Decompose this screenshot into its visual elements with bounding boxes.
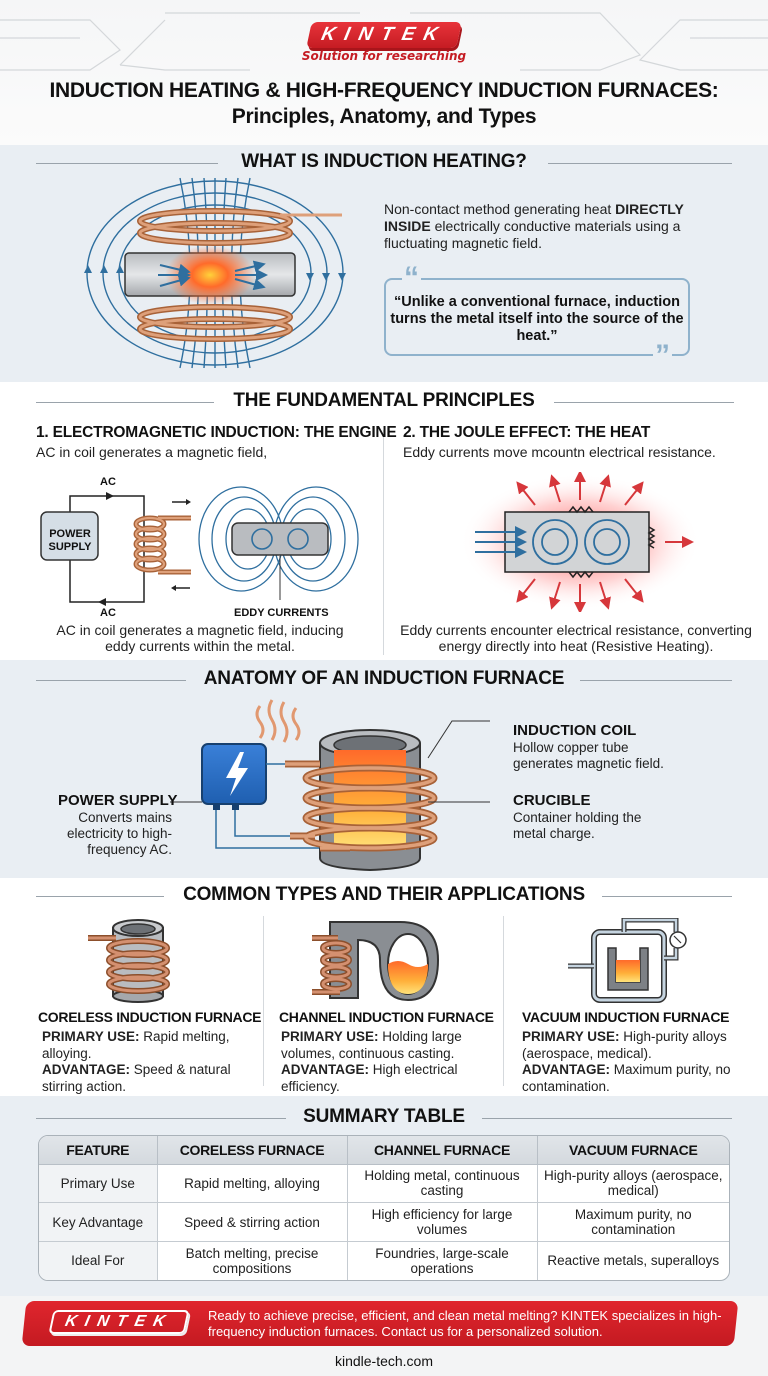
- induction-furnace-diagram: [170, 699, 490, 872]
- table-cell: Reactive metals, superalloys: [547, 1253, 720, 1269]
- header: KINTEK Solution for researching INDUCTIO…: [0, 0, 768, 145]
- induction-coil-title: INDUCTION COIL: [513, 722, 637, 739]
- divider: [36, 402, 214, 403]
- divider: [36, 896, 164, 897]
- channel-desc: PRIMARY USE: Holding large volumes, cont…: [281, 1029, 462, 1094]
- principle-1-heading: 1. ELECTROMAGNETIC INDUCTION: THE ENGINE: [36, 424, 397, 441]
- summary-section: SUMMARY TABLE FEATURE CORELESS FURNACE C…: [0, 1096, 768, 1296]
- power-supply-title: POWER SUPPLY: [58, 792, 178, 809]
- divider: [580, 680, 732, 681]
- section-title: ANATOMY OF AN INDUCTION FURNACE: [203, 668, 565, 689]
- divider: [554, 402, 734, 403]
- column-divider: [503, 916, 504, 1086]
- power-supply-desc: Converts mains electricity to high-frequ…: [66, 810, 172, 857]
- row-label: Primary Use: [39, 1164, 158, 1204]
- coreless-title: CORELESS INDUCTION FURNACE: [38, 1009, 262, 1025]
- table-cell: Batch melting, precise compositions: [157, 1241, 348, 1280]
- ac-label-bottom: AC: [100, 607, 116, 619]
- table-cell: Rapid melting, alloying: [157, 1164, 348, 1204]
- kintek-logo: KINTEK: [306, 22, 462, 48]
- row-label: Key Advantage: [39, 1202, 158, 1243]
- vacuum-furnace-icon: [568, 918, 687, 1003]
- title-line-2: Principles, Anatomy, and Types: [231, 105, 537, 128]
- decorative-lines: [0, 12, 768, 71]
- coreless-furnace-icon: [88, 919, 170, 1003]
- what-description: Non-contact method generating heat DIREC…: [384, 201, 684, 251]
- page-title: INDUCTION HEATING & HIGH-FREQUENCY INDUC…: [0, 78, 768, 130]
- column-divider: [383, 430, 384, 655]
- crucible-desc: Container holding the metal charge.: [513, 810, 642, 841]
- divider: [482, 1118, 732, 1119]
- principle-2-heading: 2. THE JOULE EFFECT: THE HEAT: [403, 424, 651, 441]
- column-header: FEATURE: [39, 1136, 158, 1165]
- column-header: CORELESS FURNACE: [157, 1136, 348, 1165]
- section-title: WHAT IS INDUCTION HEATING?: [241, 151, 527, 172]
- principle-1-subtitle: AC in coil generates a magnetic field,: [36, 444, 268, 460]
- column-header: VACUUM FURNACE: [537, 1136, 729, 1165]
- power-supply-label: POWER SUPPLY: [48, 528, 92, 553]
- principle-1-caption: AC in coil generates a magnetic field, i…: [56, 622, 344, 654]
- table-cell: Foundries, large-scale operations: [347, 1241, 538, 1280]
- column-divider: [263, 916, 264, 1086]
- channel-title: CHANNEL INDUCTION FURNACE: [279, 1009, 494, 1025]
- table-cell: Speed & stirring action: [157, 1202, 348, 1243]
- divider: [548, 163, 732, 164]
- principle-2-caption: Eddy currents encounter electrical resis…: [400, 622, 752, 654]
- coreless-desc: PRIMARY USE: Rapid melting, alloying. AD…: [42, 1029, 231, 1094]
- induction-coil-desc: Hollow copper tube generates magnetic fi…: [513, 740, 664, 771]
- website-link[interactable]: kindle-tech.com: [334, 1353, 434, 1369]
- summary-table: FEATURE CORELESS FURNACE CHANNEL FURNACE…: [38, 1135, 730, 1281]
- section-title: SUMMARY TABLE: [303, 1106, 465, 1127]
- divider: [36, 680, 186, 681]
- section-title: COMMON TYPES AND THEIR APPLICATIONS: [183, 884, 585, 905]
- logo-text: KINTEK: [319, 24, 449, 45]
- what-is-induction-section: WHAT IS INDUCTION HEATING?: [0, 145, 768, 382]
- table-cell: Maximum purity, no contamination: [537, 1202, 729, 1243]
- table-row: Ideal For Batch melting, precise composi…: [39, 1241, 729, 1280]
- table-row: Primary Use Rapid melting, alloying Hold…: [39, 1164, 729, 1204]
- principle-2-subtitle: Eddy currents move mcountn electrical re…: [403, 444, 716, 460]
- table-header-row: FEATURE CORELESS FURNACE CHANNEL FURNACE…: [39, 1136, 729, 1165]
- section-title: THE FUNDAMENTAL PRINCIPLES: [233, 390, 535, 411]
- quote-open-icon: “: [402, 261, 421, 294]
- row-label: Ideal For: [39, 1241, 158, 1280]
- title-line-1: INDUCTION HEATING & HIGH-FREQUENCY INDUC…: [49, 79, 719, 102]
- table-cell: High-purity alloys (aerospace, medical): [537, 1164, 729, 1204]
- ac-label-top: AC: [100, 476, 116, 488]
- eddy-currents-label: EDDY CURRENTS: [234, 607, 329, 619]
- table-cell: Holding metal, continuous casting: [347, 1164, 538, 1204]
- quote-text: “Unlike a conventional furnace, inductio…: [390, 294, 684, 344]
- column-header: CHANNEL FURNACE: [347, 1136, 538, 1165]
- crucible-title: CRUCIBLE: [513, 792, 591, 809]
- principles-section: THE FUNDAMENTAL PRINCIPLES 1. ELECTROMAG…: [0, 382, 768, 660]
- quote-box: “ “Unlike a conventional furnace, induct…: [384, 263, 690, 371]
- joule-effect-icon: [460, 472, 700, 612]
- table-cell: High efficiency for large volumes: [347, 1202, 538, 1243]
- induction-coil-field-icon: [84, 177, 346, 369]
- electromagnetic-induction-icon: [40, 486, 359, 606]
- anatomy-section: ANATOMY OF AN INDUCTION FURNACE: [0, 660, 768, 878]
- channel-furnace-icon: [312, 921, 440, 1002]
- logo-tagline: Solution for researching: [301, 49, 467, 63]
- footer: KINTEK Ready to achieve precise, efficie…: [0, 1296, 768, 1376]
- quote-close-icon: ”: [653, 339, 672, 372]
- vacuum-title: VACUUM INDUCTION FURNACE: [522, 1009, 730, 1025]
- divider: [602, 896, 732, 897]
- types-section: COMMON TYPES AND THEIR APPLICATIONS: [0, 878, 768, 1096]
- vacuum-desc: PRIMARY USE: High-purity alloys (aerospa…: [522, 1029, 731, 1094]
- divider: [36, 1118, 286, 1119]
- divider: [36, 163, 218, 164]
- footer-kintek-logo: KINTEK: [48, 1310, 190, 1334]
- table-row: Key Advantage Speed & stirring action Hi…: [39, 1202, 729, 1243]
- cta-text: Ready to achieve precise, efficient, and…: [208, 1308, 722, 1339]
